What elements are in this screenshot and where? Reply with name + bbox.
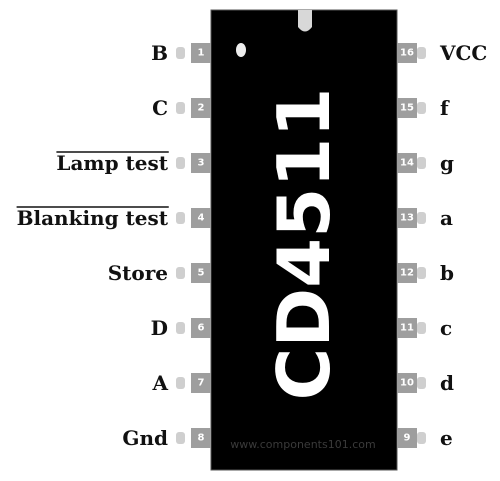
pin-9-label: e [440, 426, 453, 450]
pin-11: 11 c [397, 316, 452, 340]
pin-8-lead [176, 432, 185, 444]
pin-1-label: B [151, 41, 168, 65]
pin-3-body [191, 153, 211, 173]
pin-15: 15 f [397, 96, 450, 120]
pin-10-body [397, 373, 417, 393]
pin-12: 12 b [397, 261, 454, 285]
pin-5-label: Store [108, 261, 168, 285]
pin-15-label: f [440, 96, 450, 120]
pin-3: 3 Lamp test [56, 151, 211, 175]
pin-1-number: 1 [198, 48, 205, 59]
pin-7-number: 7 [198, 378, 205, 389]
pin-13-lead [417, 212, 426, 224]
pin-16-label: VCC [439, 41, 487, 65]
pin-2-label: C [152, 96, 168, 120]
pin-3-label: Lamp test [56, 151, 168, 175]
pin-one-marker-dot [236, 43, 246, 57]
pin-12-label: b [440, 261, 454, 285]
pin-6: 6D [151, 316, 211, 340]
pin-12-body [397, 263, 417, 283]
pin-2: 2C [152, 96, 211, 120]
pin-9-body [397, 428, 417, 448]
pin-15-number: 15 [400, 103, 414, 114]
pin-14-label: g [440, 151, 454, 175]
pin-4: 4 Blanking test [16, 206, 211, 230]
pin-8-body [191, 428, 211, 448]
pin-10: 10 d [397, 371, 454, 395]
pin-5-lead [176, 267, 185, 279]
chip-name: CD4511 [262, 88, 346, 401]
pin-4-body [191, 208, 211, 228]
pin-15-body [397, 98, 417, 118]
pin-14-body [397, 153, 417, 173]
pin-11-label: c [440, 316, 452, 340]
pin-7-body [191, 373, 211, 393]
pin-5: 5 Store [108, 261, 211, 285]
pin-16-body [397, 43, 417, 63]
pin-1: 1B [151, 41, 211, 65]
pin-16-number: 16 [400, 48, 414, 59]
pin-10-number: 10 [400, 378, 414, 389]
pin-13-label: a [440, 206, 453, 230]
pin-14: 14 g [397, 151, 454, 175]
pin-10-label: d [440, 371, 454, 395]
pin-8-number: 8 [198, 433, 205, 444]
pin-6-number: 6 [198, 323, 205, 334]
pin-16-lead [417, 47, 426, 59]
pin-1-body [191, 43, 211, 63]
pin-9-number: 9 [404, 433, 411, 444]
pin-15-lead [417, 102, 426, 114]
orientation-notch [298, 10, 312, 32]
pin-6-body [191, 318, 211, 338]
pin-6-lead [176, 322, 185, 334]
pin-13-body [397, 208, 417, 228]
pin-8-label: Gnd [122, 426, 168, 450]
pin-11-number: 11 [400, 323, 414, 334]
pin-8: 8 Gnd [122, 426, 211, 450]
pin-7-label: A [151, 371, 168, 395]
pin-13: 13 a [397, 206, 453, 230]
pin-16: 16 VCC [397, 41, 487, 65]
chip-body [210, 9, 398, 471]
pin-4-lead [176, 212, 185, 224]
pin-7: 7A [151, 371, 211, 395]
pin-10-lead [417, 377, 426, 389]
pin-11-body [397, 318, 417, 338]
pin-14-number: 14 [400, 158, 414, 169]
pin-6-label: D [151, 316, 168, 340]
pin-5-body [191, 263, 211, 283]
pin-14-lead [417, 157, 426, 169]
pin-12-number: 12 [400, 268, 414, 279]
pin-4-label: Blanking test [17, 206, 169, 230]
pin-12-lead [417, 267, 426, 279]
pin-1-lead [176, 47, 185, 59]
pin-5-number: 5 [198, 268, 205, 279]
pin-4-number: 4 [198, 213, 205, 224]
pin-9-lead [417, 432, 426, 444]
pin-3-lead [176, 157, 185, 169]
pin-7-lead [176, 377, 185, 389]
pin-2-lead [176, 102, 185, 114]
pin-11-lead [417, 322, 426, 334]
pin-13-number: 13 [400, 213, 414, 224]
watermark: www.components101.com [230, 438, 375, 451]
pin-2-body [191, 98, 211, 118]
pin-2-number: 2 [198, 103, 205, 114]
pin-3-number: 3 [198, 158, 205, 169]
